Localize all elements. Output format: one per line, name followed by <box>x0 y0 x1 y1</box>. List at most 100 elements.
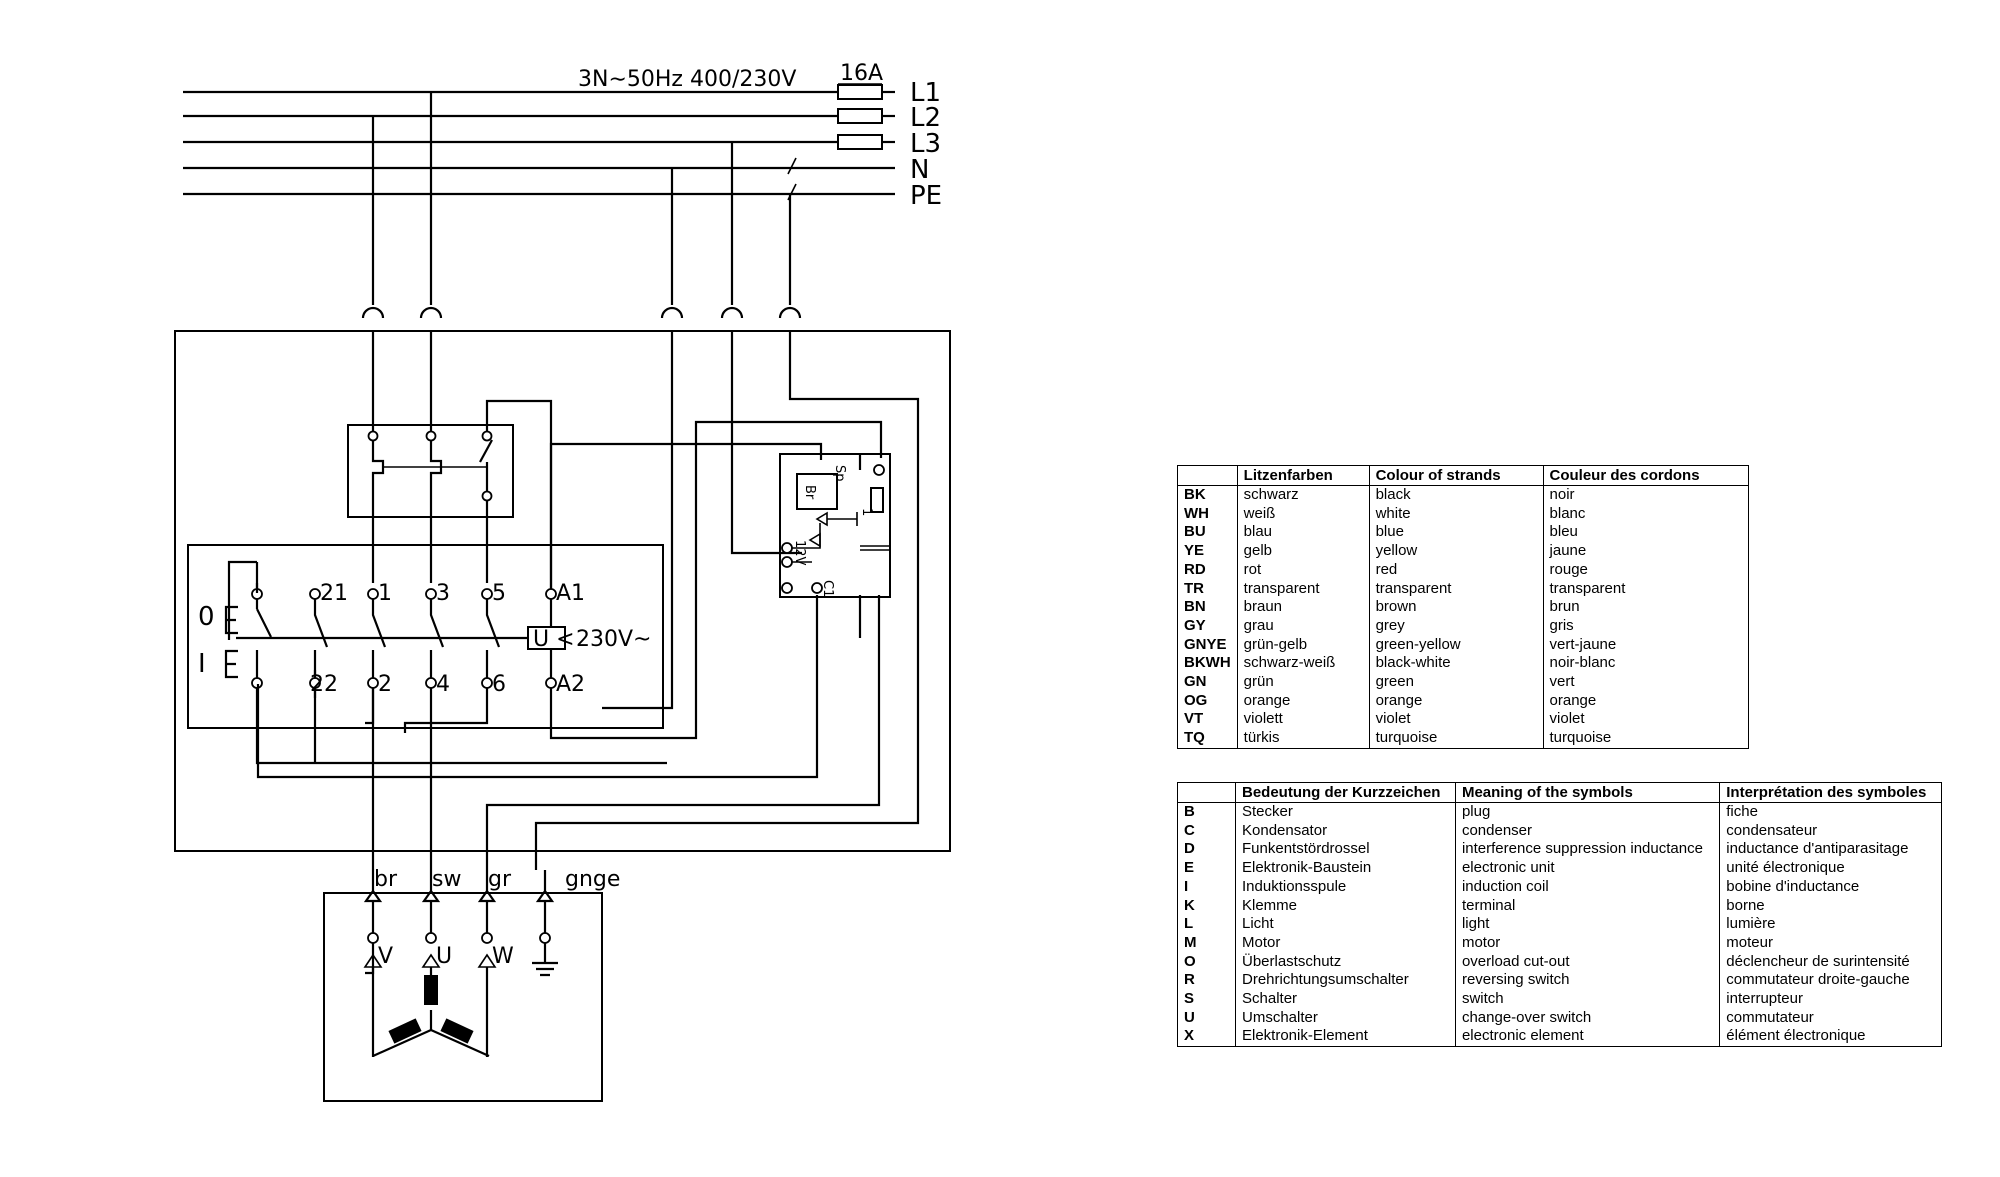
internal-wiring <box>255 331 920 870</box>
symbol-row-cell: B <box>1177 802 1236 822</box>
module-label-br: Br <box>802 485 817 500</box>
colours-header-de: Litzenfarben <box>1237 465 1370 486</box>
switch-terminals-top <box>251 588 557 600</box>
line-label-l3: L3 <box>910 129 941 159</box>
colour-row-cell: rot <box>1237 560 1370 580</box>
terminal-4: 4 <box>436 672 450 697</box>
module-label-sp: Sp <box>832 465 847 482</box>
module-label-1: 1 <box>859 508 874 516</box>
symbol-row-cell: C <box>1177 821 1236 841</box>
switch-on-label: I <box>198 649 206 679</box>
colour-row-cell: BN <box>1177 598 1238 617</box>
colour-row-cell: violet <box>1369 710 1544 730</box>
colour-row-cell: turquoise <box>1369 729 1544 749</box>
colour-row-cell: RD <box>1177 560 1238 580</box>
supply-spec: 3N∼50Hz 400/230V <box>578 67 796 92</box>
colour-row-cell: GY <box>1177 616 1238 636</box>
motor-wire-sw: sw <box>432 867 461 892</box>
motor-box <box>323 892 603 1102</box>
colour-row-cell: grau <box>1237 616 1370 636</box>
symbol-row-cell: electronic element <box>1455 1027 1721 1047</box>
colour-row-cell: turquoise <box>1549 729 1612 747</box>
strand-colours-table: Litzenfarben Colour of strands Couleur d… <box>1177 465 1749 749</box>
symbol-row-cell: bobine d'inductance <box>1726 877 1860 895</box>
switch-e-top <box>224 605 238 635</box>
symbol-row-cell: electronic unit <box>1455 859 1721 878</box>
colour-row-cell: brown <box>1369 598 1544 617</box>
main-enclosure <box>174 330 951 852</box>
line-label-pe: PE <box>910 181 942 211</box>
symbol-row-cell: M <box>1177 933 1236 953</box>
coil-voltage: 230V~ <box>576 627 651 652</box>
symbol-row-cell: R <box>1177 971 1236 991</box>
line-label-n: N <box>910 155 929 185</box>
motor-wire-gr: gr <box>488 867 512 892</box>
symbol-row-cell: fiche <box>1726 803 1758 820</box>
symbol-row-cell: induction coil <box>1455 877 1721 897</box>
terminal-a2: A2 <box>556 672 585 697</box>
symbols-header-code <box>1177 782 1236 803</box>
colour-row-cell: noir <box>1549 486 1575 503</box>
symbol-row-cell: borne <box>1726 896 1765 914</box>
motor-wire-gnge: gnge <box>565 867 620 892</box>
colour-row-cell: rouge <box>1549 560 1588 578</box>
fuse-rating: 16A <box>840 61 883 86</box>
colour-row-cell: BK <box>1177 485 1238 505</box>
overload-contacts <box>367 399 553 588</box>
symbols-header-fr: Interprétation des symboles <box>1719 782 1942 803</box>
colour-row-cell: GNYE <box>1177 635 1238 655</box>
symbol-row-cell: motor <box>1455 933 1721 953</box>
colour-row-cell: TQ <box>1177 729 1238 749</box>
symbol-row-cell: Funkentstördrossel <box>1235 840 1456 860</box>
symbol-row-cell: commutateur droite-gauche <box>1726 971 1910 989</box>
symbol-row-cell: lumière <box>1726 915 1776 933</box>
symbol-row-cell: switch <box>1455 990 1721 1009</box>
symbols-header-row: Bedeutung der Kurzzeichen Meaning of the… <box>1177 782 1942 803</box>
symbol-row-cell: Motor <box>1235 933 1456 953</box>
motor-windings <box>363 943 497 1058</box>
colour-row-cell: black-white <box>1369 654 1544 674</box>
coil-label: U < <box>533 627 575 652</box>
colours-header-fr: Couleur des cordons <box>1543 465 1749 486</box>
symbol-row-cell: Stecker <box>1235 802 1456 822</box>
winding-u: U <box>436 944 452 969</box>
colour-row-cell: GN <box>1177 673 1238 692</box>
supply-drops <box>361 92 802 319</box>
winding-v: V <box>378 944 393 969</box>
colour-row-cell: transparent <box>1549 579 1626 597</box>
symbol-row-cell: terminal <box>1455 896 1721 916</box>
colour-row-cell: white <box>1369 504 1544 524</box>
symbol-row-cell: Überlastschutz <box>1235 952 1456 972</box>
symbol-row-cell: déclencheur de surintensité <box>1726 952 1910 970</box>
reversing-switch-box <box>187 544 664 729</box>
motor-plug-terminals <box>363 870 558 977</box>
symbol-row-cell: élément électronique <box>1726 1027 1866 1045</box>
symbol-row-cell: interrupteur <box>1726 990 1803 1008</box>
symbol-row-cell: Elektronik-Element <box>1235 1027 1456 1047</box>
colour-row-cell: red <box>1369 560 1544 580</box>
fuse-l3 <box>837 134 883 150</box>
terminal-5: 5 <box>492 581 506 606</box>
colour-row-cell: orange <box>1549 691 1597 709</box>
symbol-row-cell: O <box>1177 952 1236 972</box>
symbol-row-cell: Elektronik-Baustein <box>1235 859 1456 878</box>
colour-row-cell: violett <box>1237 710 1370 730</box>
terminal-3: 3 <box>436 581 450 606</box>
colour-row-cell: BU <box>1177 523 1238 543</box>
symbol-row-cell: plug <box>1455 802 1721 822</box>
symbol-row-cell: L <box>1177 915 1236 934</box>
